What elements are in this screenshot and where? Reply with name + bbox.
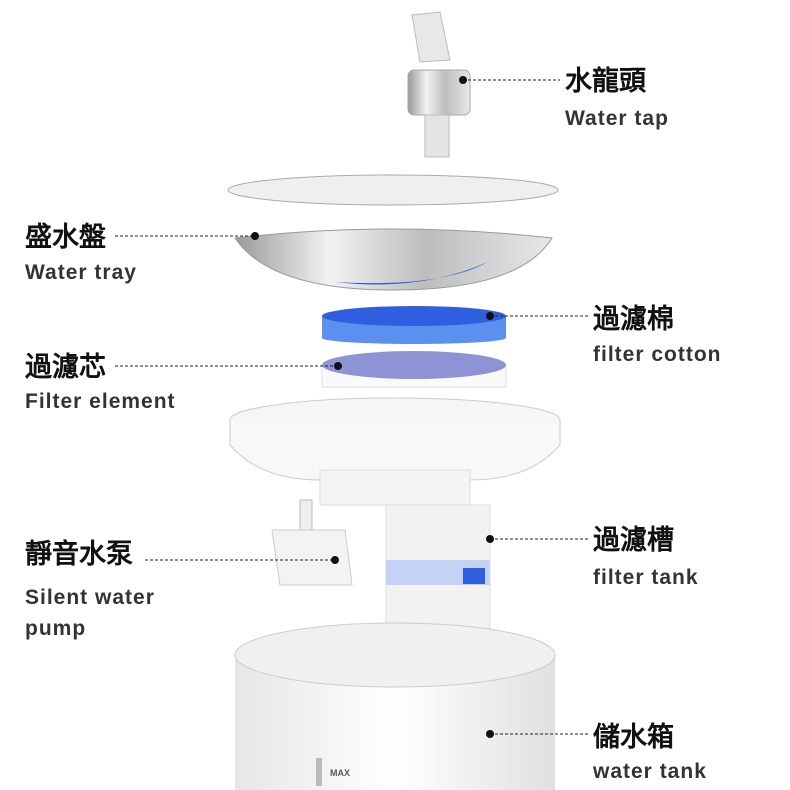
- water-tank-label-zh: 儲水箱: [593, 722, 674, 752]
- filter-element-label-en: Filter element: [25, 390, 176, 413]
- filter-tank-label-zh: 過濾槽: [593, 525, 674, 555]
- silent-pump-part: [271, 499, 353, 586]
- filter-cotton-label-en: filter cotton: [593, 343, 722, 366]
- water-tap-part: [407, 11, 471, 158]
- filter-cotton-label-zh: 過濾棉: [593, 304, 674, 334]
- filter-element-label-zh: 過濾芯: [25, 352, 106, 382]
- filter-tank-label-en: filter tank: [593, 566, 699, 589]
- water-tank-part: [234, 622, 556, 790]
- max-marking: MAX: [330, 768, 350, 778]
- silent-pump-label-en-2: pump: [25, 617, 87, 640]
- silent-pump-label-en-1: Silent water: [25, 586, 155, 609]
- water-tray-part: [234, 228, 553, 291]
- water-tank-label-en: water tank: [593, 760, 707, 783]
- water-tap-label-en: Water tap: [565, 107, 669, 130]
- water-tap-label-zh: 水龍頭: [565, 66, 646, 96]
- leader-dots: [251, 76, 494, 738]
- filter-cotton-part: [322, 306, 506, 344]
- water-tray-label-en: Water tray: [25, 261, 137, 284]
- silent-pump-label-zh: 靜音水泵: [25, 539, 133, 569]
- leader-lines: [115, 79, 588, 735]
- water-tray-label-zh: 盛水盤: [25, 222, 106, 252]
- lid-part: [227, 174, 559, 206]
- filter-element-part: [321, 351, 507, 388]
